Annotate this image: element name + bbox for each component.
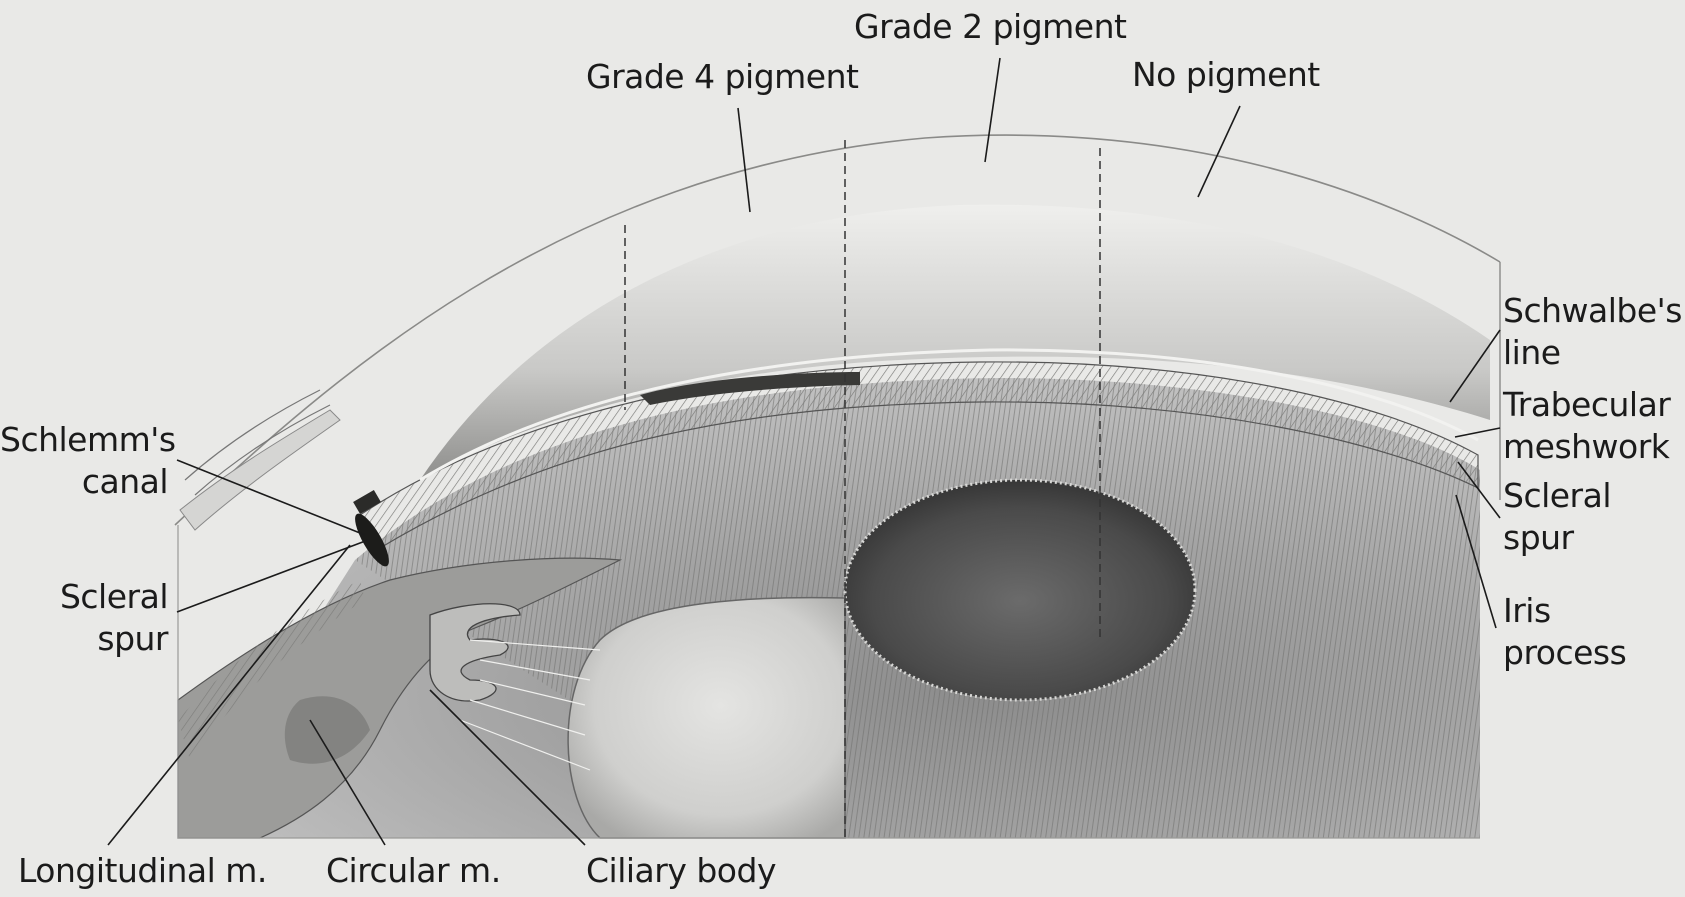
- label-schlemms-canal: Schlemm's canal: [0, 419, 168, 503]
- label-scleral-spur-right: Scleral spur: [1503, 475, 1611, 559]
- leader-no-pigment: [1198, 106, 1240, 197]
- label-scleral-spur-left: Scleral spur: [0, 576, 168, 660]
- leader-grade2: [985, 58, 1000, 162]
- label-iris-process: Iris process: [1503, 590, 1626, 674]
- lens: [568, 598, 845, 838]
- label-no-pigment: No pigment: [1132, 54, 1320, 96]
- label-ciliary-body: Ciliary body: [586, 850, 776, 892]
- label-grade-2-pigment: Grade 2 pigment: [854, 6, 1126, 48]
- label-trabecular-meshwork: Trabecular meshwork: [1503, 384, 1670, 468]
- label-longitudinal-muscle: Longitudinal m.: [18, 850, 267, 892]
- label-schwalbes-line: Schwalbe's line: [1503, 290, 1682, 374]
- label-grade-4-pigment: Grade 4 pigment: [586, 56, 858, 98]
- pupil: [845, 480, 1195, 700]
- label-circular-muscle: Circular m.: [326, 850, 501, 892]
- leader-grade4: [738, 108, 750, 212]
